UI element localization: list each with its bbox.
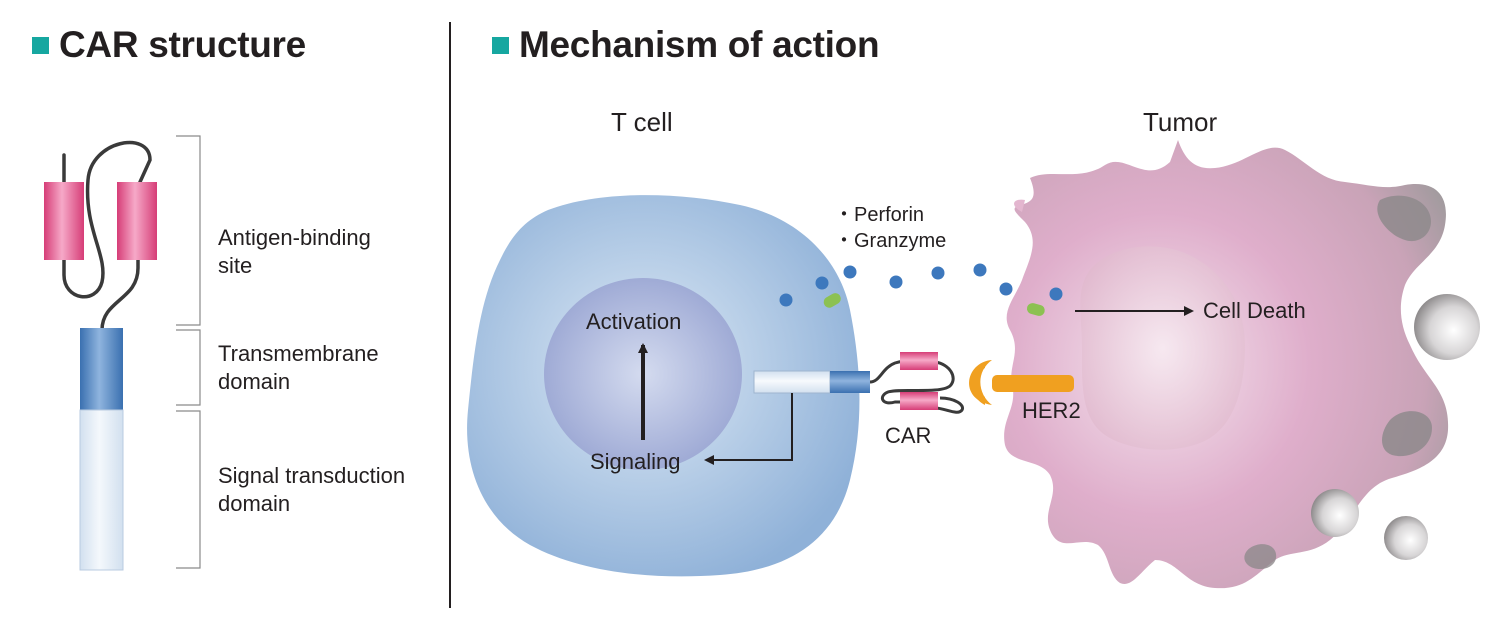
perforin-granule bbox=[815, 276, 829, 290]
granzyme-granule bbox=[1026, 303, 1045, 316]
arrows bbox=[638, 306, 1194, 465]
tumor-vesicle-dark bbox=[1382, 411, 1432, 457]
tumor-nucleus bbox=[1080, 246, 1245, 450]
perforin-granule bbox=[973, 263, 987, 277]
car-receptor bbox=[753, 352, 1074, 414]
her2-cup-shape bbox=[969, 360, 992, 405]
car-vh-domain bbox=[900, 352, 938, 370]
bracket-transmembrane bbox=[176, 329, 201, 406]
tumor-vesicle-dark bbox=[1244, 544, 1277, 570]
car-structure-diagram bbox=[44, 135, 201, 571]
tumor-cell bbox=[1004, 140, 1480, 589]
label-signaling: Signaling bbox=[590, 449, 681, 474]
cytotoxic-granules bbox=[779, 263, 1063, 316]
car-structure-title: CAR structure bbox=[32, 24, 306, 66]
label-activation: Activation bbox=[586, 309, 682, 334]
tumor-exosome bbox=[1384, 516, 1428, 560]
label-transmembrane: Transmembrane domain bbox=[218, 340, 379, 396]
signal-transduction-segment bbox=[79, 409, 124, 571]
label-signal-transduction: Signal transduction domain bbox=[218, 462, 405, 518]
label-antigen-binding: Antigen-binding site bbox=[218, 224, 371, 280]
label-her2: HER2 bbox=[1022, 398, 1081, 423]
accent-square-icon bbox=[492, 36, 509, 54]
label-tumor: Tumor bbox=[1143, 107, 1218, 137]
label-perforin: ・Perforin bbox=[834, 204, 925, 226]
granzyme-granule bbox=[823, 293, 841, 308]
label-t-cell: T cell bbox=[611, 107, 673, 137]
car-transmembrane bbox=[830, 371, 870, 393]
perforin-granule bbox=[843, 265, 857, 279]
tumor-spike bbox=[1014, 199, 1025, 212]
label-granzyme: ・Granzyme bbox=[834, 230, 947, 252]
car-vl-domain bbox=[900, 392, 938, 410]
perforin-granule bbox=[1049, 287, 1063, 301]
mechanism-title: Mechanism of action bbox=[492, 24, 880, 66]
label-antigen-binding-line1: Antigen-binding bbox=[218, 225, 371, 250]
car-structure-title-text: CAR structure bbox=[59, 24, 306, 65]
label-transmembrane-line2: domain bbox=[218, 369, 291, 394]
her2-receptor bbox=[992, 375, 1074, 392]
tumor-exosome bbox=[1311, 489, 1359, 537]
signaling-arrow bbox=[704, 393, 793, 465]
car-signal-domain bbox=[753, 370, 831, 394]
label-car: CAR bbox=[885, 423, 932, 448]
car-linker bbox=[869, 359, 964, 414]
accent-square-icon bbox=[32, 36, 49, 54]
vh-domain bbox=[44, 182, 84, 260]
perforin-granule bbox=[779, 293, 793, 307]
tumor-exosome bbox=[1414, 294, 1480, 360]
perforin-granule bbox=[999, 282, 1013, 296]
label-signal-line2: domain bbox=[218, 491, 291, 516]
transmembrane-segment bbox=[80, 328, 123, 410]
label-cell-death: Cell Death bbox=[1203, 298, 1306, 323]
mechanism-title-text: Mechanism of action bbox=[519, 24, 880, 65]
vl-domain bbox=[117, 182, 157, 260]
bracket-signal bbox=[176, 410, 201, 569]
label-antigen-binding-line2: site bbox=[218, 253, 253, 278]
label-transmembrane-line1: Transmembrane bbox=[218, 341, 379, 366]
car-linker-loop bbox=[62, 140, 152, 332]
perforin-granule bbox=[931, 266, 945, 280]
perforin-granule bbox=[889, 275, 903, 289]
bracket-antigen-binding bbox=[176, 135, 201, 326]
tumor-vesicle-dark bbox=[1377, 195, 1431, 242]
label-signal-line1: Signal transduction bbox=[218, 463, 406, 488]
